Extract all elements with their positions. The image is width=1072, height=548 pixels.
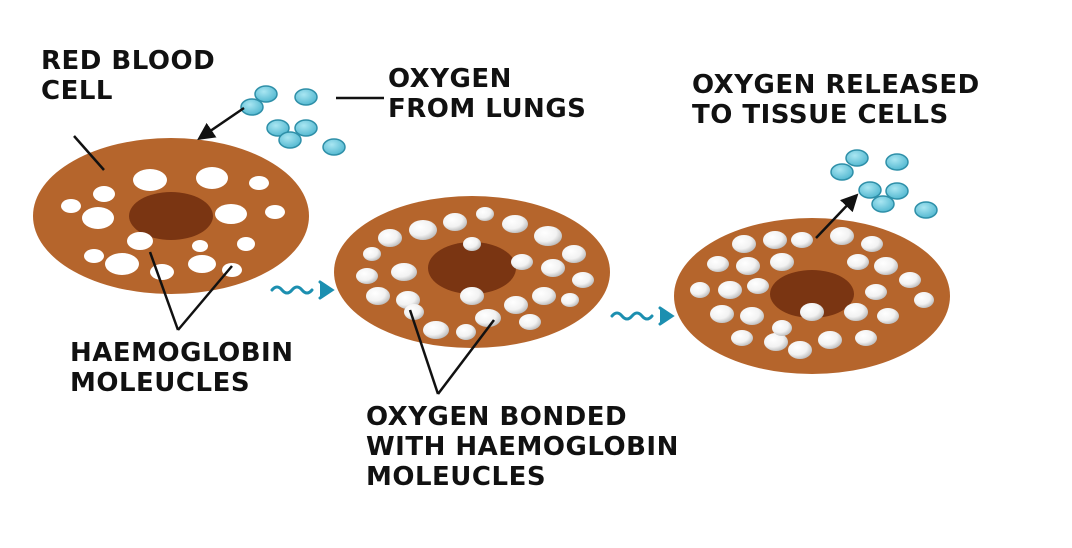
haemoglobin-label: HAEMOGLOBIN MOLEUCLES	[70, 338, 293, 398]
rbc-leader-line	[73, 135, 105, 171]
oxygen-molecules-released	[830, 149, 938, 219]
oxygen-released-label: OXYGEN RELEASED TO TISSUE CELLS	[692, 70, 980, 130]
red-blood-cell-label-line-1: RED BLOOD	[41, 46, 216, 76]
haemoglobin-leader-line-b	[177, 265, 233, 331]
oxygen-from-lungs-label-line-2: FROM LUNGS	[388, 94, 587, 124]
oxygen-from-lungs-label-line-1: OXYGEN	[388, 64, 512, 94]
bonded-leader-line-b	[437, 319, 495, 395]
red-blood-cell-label: RED BLOOD CELL	[41, 46, 215, 106]
bonded-haemoglobin-2	[356, 207, 594, 340]
oxygen-bonded-label-line-3: MOLEUCLES	[366, 462, 547, 492]
oxygen-released-label-line-2: TO TISSUE CELLS	[692, 100, 949, 130]
haemoglobin-label-line-2: MOLEUCLES	[70, 368, 251, 398]
red-blood-cell-3	[674, 218, 950, 374]
oxygen-bonded-label-line-1: OXYGEN BONDED	[366, 402, 628, 432]
oxygen-from-lungs-label: OXYGEN FROM LUNGS	[388, 64, 586, 124]
oxygen-bonded-label-line-2: WITH HAEMOGLOBIN	[366, 432, 679, 462]
oxygen-release-arrow	[815, 193, 859, 239]
red-blood-cell-2	[334, 196, 610, 348]
haemoglobin-leader-line-a	[148, 251, 180, 331]
red-blood-cell-label-line-2: CELL	[41, 76, 113, 106]
red-blood-cell-1	[33, 138, 309, 294]
leader-lines	[73, 96, 859, 395]
bonded-haemoglobin-3	[690, 227, 934, 359]
wavy-arrow-icon	[610, 306, 675, 326]
bonded-leader-line-a	[408, 309, 440, 395]
oxygen-bonded-label: OXYGEN BONDED WITH HAEMOGLOBIN MOLEUCLES	[366, 402, 679, 492]
wavy-arrow-icon	[270, 280, 335, 300]
oxygen-released-label-line-1: OXYGEN RELEASED	[692, 70, 980, 100]
haemoglobin-label-line-1: HAEMOGLOBIN	[70, 338, 294, 368]
oxygen-molecules-from-lungs	[240, 85, 346, 156]
haemoglobin-molecules-1	[61, 167, 285, 280]
oxygen-entry-arrow	[197, 106, 245, 140]
